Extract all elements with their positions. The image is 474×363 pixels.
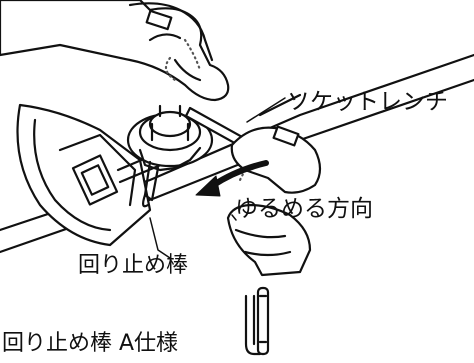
- loosen-direction-label: ゆるめる方向: [235, 196, 373, 222]
- socket-wrench-label: ソケットレンチ: [287, 89, 448, 115]
- arrow-icon: [195, 160, 269, 197]
- gear-hub: [126, 104, 214, 172]
- trimmer-head: [16, 103, 170, 247]
- stopper-rod-a-spec-label: 回り止め棒 A仕様: [2, 331, 179, 356]
- stopper-rod-label: 回り止め棒: [78, 253, 189, 278]
- leader-lines: [149, 97, 286, 259]
- stopper-rod-inserted: [141, 160, 160, 208]
- gloved-hand-icon: [0, 0, 230, 102]
- stopper-rod-icon: [244, 286, 270, 356]
- gloved-hand-icon: [226, 125, 322, 277]
